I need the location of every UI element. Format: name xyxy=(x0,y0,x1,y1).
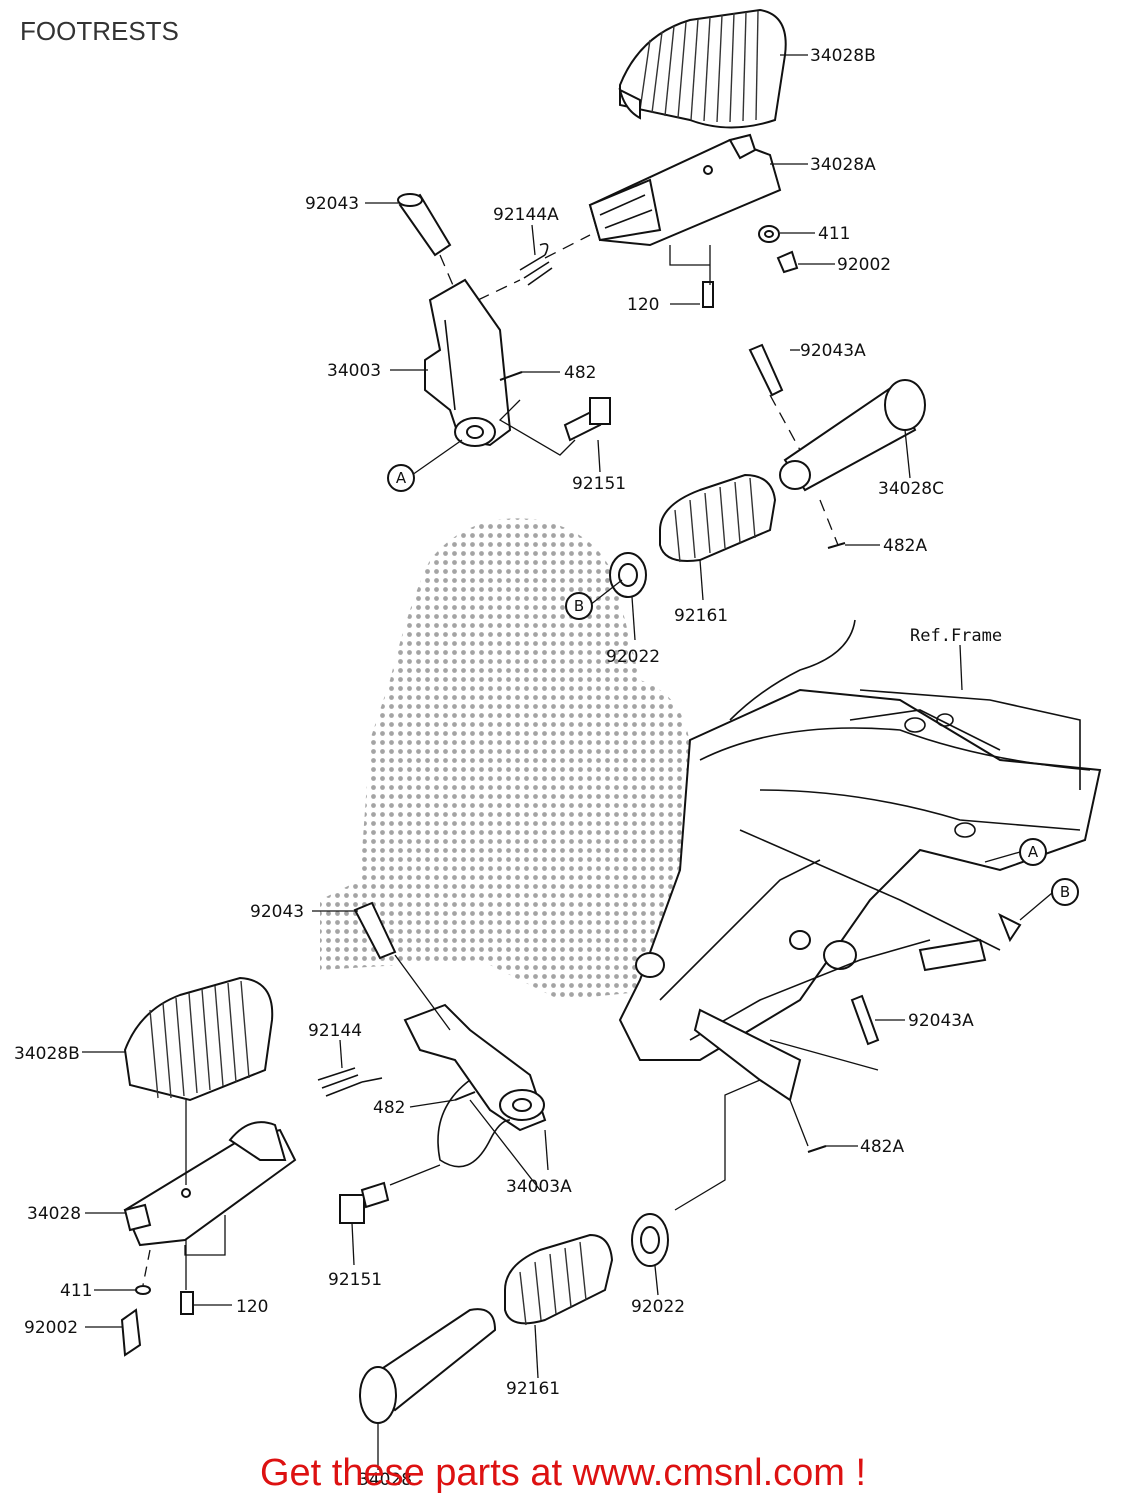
label-92144A: 92144A xyxy=(493,205,559,225)
tube-34028C xyxy=(779,379,926,492)
cotter-482-bottom xyxy=(454,1091,476,1101)
bolt-92151-bottom xyxy=(339,1181,390,1224)
label-34003: 34003 xyxy=(327,361,381,381)
part-labels: 34028B 34028A 92043 92144A 411 92002 120… xyxy=(14,46,1002,1490)
label-34028C: 34028C xyxy=(878,479,944,499)
label-ref-frame: Ref.Frame xyxy=(910,626,1002,646)
label-92002-top: 92002 xyxy=(837,255,891,275)
cotter-482-top xyxy=(499,371,523,381)
label-482-bottom: 482 xyxy=(373,1098,405,1118)
bolt-120-bottom xyxy=(180,1291,194,1315)
washer-411-top xyxy=(758,225,780,243)
tube-34028-last xyxy=(359,1308,497,1424)
footrest-34028A xyxy=(588,133,782,247)
label-482A-bottom: 482A xyxy=(860,1137,904,1157)
label-411-bottom: 411 xyxy=(60,1281,92,1301)
pin-92043-mid xyxy=(353,901,397,960)
marker-a-top: A xyxy=(387,464,415,492)
spring-92144 xyxy=(317,1067,383,1097)
svg-text:B: B xyxy=(1060,883,1070,901)
cotter-482A-top xyxy=(827,542,846,549)
marker-b-frame: B xyxy=(1051,878,1079,906)
leader-lines xyxy=(82,54,1053,1470)
washer-92022-bottom xyxy=(631,1213,669,1267)
spring-92144A xyxy=(519,242,553,286)
frame xyxy=(618,619,1102,1061)
pin-92043-top xyxy=(397,193,452,257)
label-482-top: 482 xyxy=(564,363,596,383)
label-92144: 92144 xyxy=(308,1021,362,1041)
label-92043A-top: 92043A xyxy=(800,341,866,361)
washer-411-bottom xyxy=(135,1285,151,1295)
svg-text:A: A xyxy=(396,469,407,487)
label-92151-bottom: 92151 xyxy=(328,1270,382,1290)
rubber-92161-top xyxy=(659,473,777,563)
label-92022-top: 92022 xyxy=(606,647,660,667)
bracket-34003A xyxy=(403,1003,547,1168)
label-120-top: 120 xyxy=(627,295,659,315)
label-120-bottom: 120 xyxy=(236,1297,268,1317)
label-92022-bottom: 92022 xyxy=(631,1297,685,1317)
label-92151-top: 92151 xyxy=(572,474,626,494)
label-34028B-top: 34028B xyxy=(810,46,876,66)
bolt-120-top xyxy=(702,281,714,308)
pin-92043A-bottom xyxy=(850,994,880,1046)
marker-a-frame: A xyxy=(1019,838,1047,866)
pin-92043A-top xyxy=(748,343,784,397)
label-92161-top: 92161 xyxy=(674,606,728,626)
grease-nipple-92002-top xyxy=(776,250,799,274)
footrest-34028 xyxy=(123,1121,297,1247)
footrest-rubber-34028B-bottom xyxy=(123,976,274,1102)
footer-link-text[interactable]: Get these parts at www.cmsnl.com ! xyxy=(259,1452,867,1494)
label-92002-bottom: 92002 xyxy=(24,1318,78,1338)
rubber-92161-bottom xyxy=(504,1233,614,1326)
label-34028A: 34028A xyxy=(810,155,876,175)
footrest-rubber-34028B-top xyxy=(618,8,787,129)
bracket-right-lower xyxy=(693,1008,802,1102)
watermark-logo xyxy=(320,518,700,1000)
bracket-34003 xyxy=(424,278,512,447)
marker-b-top: B xyxy=(565,592,593,620)
label-92043-top: 92043 xyxy=(305,194,359,214)
label-92161-bottom: 92161 xyxy=(506,1379,560,1399)
label-34028-last: 34028 xyxy=(358,1470,412,1490)
label-92043A-bottom: 92043A xyxy=(908,1011,974,1031)
bolt-92151-top xyxy=(563,397,611,442)
label-482A-top: 482A xyxy=(883,536,927,556)
svg-text:B: B xyxy=(574,597,584,615)
washer-92022-top xyxy=(609,552,647,598)
grease-nipple-92002-bottom xyxy=(120,1308,142,1357)
cotter-482A-bottom xyxy=(807,1145,827,1153)
page-title: FOOTRESTS xyxy=(20,16,179,46)
label-34028B-bottom: 34028B xyxy=(14,1044,80,1064)
svg-text:A: A xyxy=(1028,843,1039,861)
label-92043-mid: 92043 xyxy=(250,902,304,922)
label-34028: 34028 xyxy=(27,1204,81,1224)
label-411-top: 411 xyxy=(818,224,850,244)
label-34003A: 34003A xyxy=(506,1177,572,1197)
